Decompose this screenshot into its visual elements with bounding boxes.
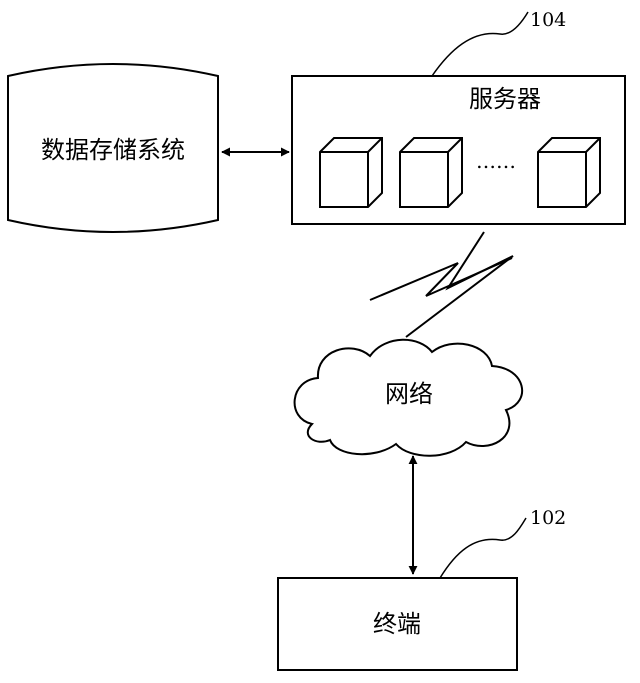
server-node: 服务器 …… 104	[291, 9, 626, 225]
terminal-label: 终端	[373, 610, 421, 638]
storage-label: 数据存储系统	[41, 136, 185, 164]
terminal-box	[277, 577, 518, 671]
server-unit-icon	[319, 137, 383, 208]
terminal-ref-leader	[439, 517, 527, 579]
network-node: 网络	[293, 338, 524, 457]
network-cloud-shape	[293, 338, 524, 457]
server-ellipsis: ……	[476, 149, 516, 173]
server-unit-icon	[399, 137, 463, 208]
terminal-ref-number: 102	[530, 507, 566, 529]
server-label: 服务器	[469, 85, 541, 113]
server-ref-leader	[431, 11, 529, 77]
terminal-node: 终端 102	[277, 507, 566, 671]
server-unit-icon	[537, 137, 601, 208]
storage-cylinder-shape	[7, 63, 219, 233]
wireless-link-icon	[369, 231, 514, 338]
network-label: 网络	[385, 380, 433, 408]
server-ref-number: 104	[530, 9, 566, 31]
data-storage-node: 数据存储系统	[7, 63, 219, 233]
